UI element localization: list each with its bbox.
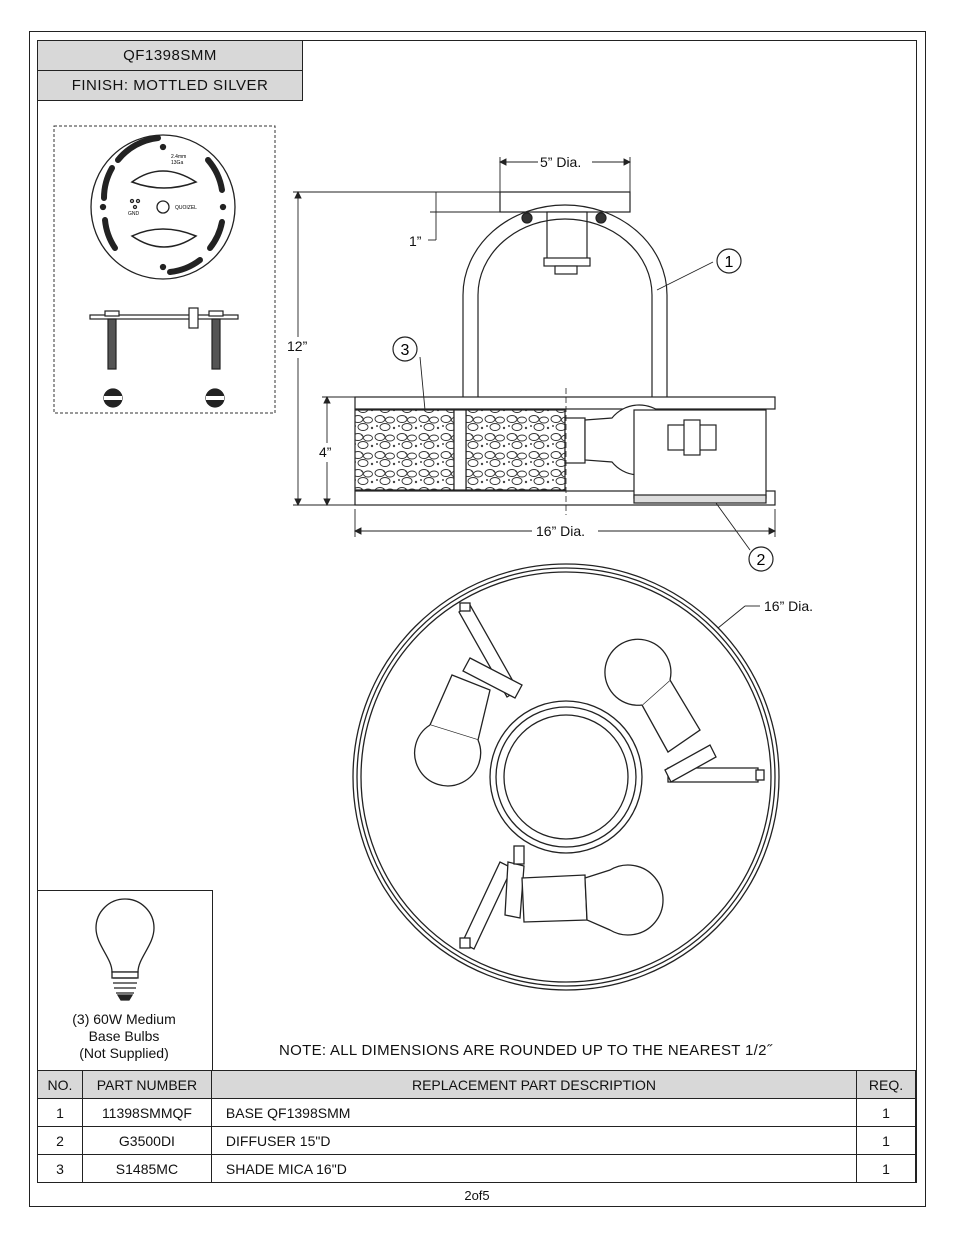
callout-2-label: 2 (757, 552, 766, 569)
overall-height-label: 12” (287, 338, 308, 354)
shade-diameter-label: 16” Dia. (536, 523, 586, 539)
header-no: NO. (37, 1070, 83, 1099)
dimension-lines (293, 157, 777, 629)
crossbar-plate-top-view (90, 134, 236, 280)
table-row: 2 G3500DI DIFFUSER 15"D 1 (37, 1126, 916, 1155)
canopy-diameter-label: 5” Dia. (540, 154, 582, 170)
row-no: 2 (37, 1126, 83, 1155)
row-part-number: 11398SMMQF (81, 1098, 212, 1127)
callout-3-label: 3 (401, 342, 410, 359)
callout-3 (392, 336, 418, 362)
row-description: DIFFUSER 15"D (210, 1126, 858, 1155)
row-part-number: G3500DI (81, 1126, 212, 1155)
finish-header: FINISH: MOTTLED SILVER (37, 70, 303, 101)
callout-circles (392, 248, 774, 572)
row-req: 1 (856, 1098, 916, 1127)
page-outer-border (29, 31, 926, 1207)
callout-2 (748, 546, 774, 572)
arm-right (604, 638, 765, 783)
table-row: 3 S1485MC SHADE MICA 16"D 1 (37, 1154, 916, 1183)
row-req: 1 (856, 1126, 916, 1155)
bulb-line-3: (Not Supplied) (79, 1045, 169, 1061)
callout-1-label: 1 (725, 254, 734, 271)
row-no: 3 (37, 1154, 83, 1183)
header-part-number: PART NUMBER (81, 1070, 212, 1099)
parts-table-header-row: NO. PART NUMBER REPLACEMENT PART DESCRIP… (37, 1070, 916, 1099)
page-number: 2of5 (464, 1188, 490, 1203)
dimensions-note: NOTE: ALL DIMENSIONS ARE ROUNDED UP TO T… (279, 1042, 773, 1059)
plate-gauge-label-2: 13Ga (171, 160, 183, 166)
fixture-side-elevation (354, 191, 776, 515)
row-description: SHADE MICA 16"D (210, 1154, 858, 1183)
page-inner-border (37, 40, 917, 1183)
shade-height-label: 4” (319, 444, 332, 460)
mounting-plate-box (53, 125, 276, 414)
bottom-view-diameter-label: 16” Dia. (764, 598, 814, 614)
callout-1 (716, 248, 742, 274)
canopy-height-label: 1” (409, 233, 422, 249)
model-number-header: QF1398SMM (37, 40, 303, 71)
plate-gauge-label-1: 2.4mm (171, 154, 186, 160)
table-row: 1 11398SMMQF BASE QF1398SMM 1 (37, 1098, 916, 1127)
arm-lower-left (459, 845, 664, 950)
row-req: 1 (856, 1154, 916, 1183)
fixture-bottom-view (352, 563, 780, 991)
plate-brand-label: QUOIZEL (175, 205, 197, 211)
header-req: REQ. (856, 1070, 916, 1099)
bulb-info-text: (3) 60W Medium Base Bulbs (Not Supplied) (37, 1011, 211, 1062)
bulb-line-2: Base Bulbs (88, 1028, 160, 1044)
header-description: REPLACEMENT PART DESCRIPTION (210, 1070, 858, 1099)
crossbar-side-view (89, 307, 239, 408)
bulb-line-1: (3) 60W Medium (72, 1011, 176, 1027)
row-description: BASE QF1398SMM (210, 1098, 858, 1127)
parts-table: NO. PART NUMBER REPLACEMENT PART DESCRIP… (37, 1070, 916, 1183)
row-part-number: S1485MC (81, 1154, 212, 1183)
row-no: 1 (37, 1098, 83, 1127)
plate-gnd-label: GND (128, 211, 140, 217)
bulb-icon (95, 898, 155, 1001)
arm-upper-left (413, 602, 523, 787)
